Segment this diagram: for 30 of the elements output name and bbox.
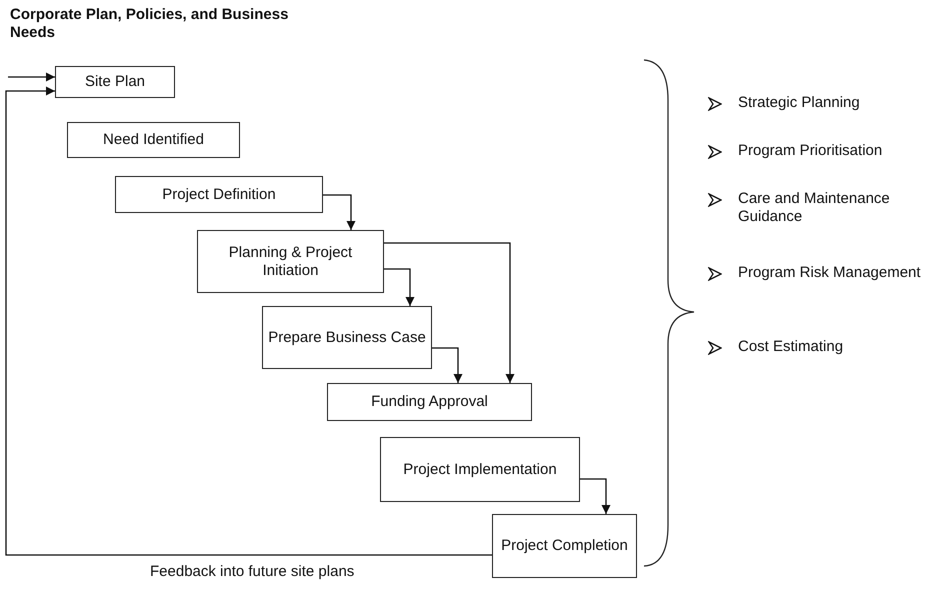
- list-item: Cost Estimating: [738, 338, 844, 356]
- box-label: Project Completion: [501, 537, 628, 555]
- process-box: [262, 306, 432, 369]
- box-label: Funding Approval: [371, 393, 488, 411]
- arrow: [384, 242, 514, 383]
- list-item: Program Risk Management: [738, 264, 922, 282]
- arrow: [580, 478, 610, 514]
- process-box: [492, 514, 637, 578]
- box-label: Prepare Business Case: [268, 328, 426, 346]
- list-item: Strategic Planning: [738, 94, 861, 112]
- arrow: [432, 347, 462, 383]
- list-item: Care and Maintenance Guidance: [738, 190, 891, 226]
- process-box: [55, 66, 175, 98]
- process-box: [115, 176, 323, 213]
- arrow: [323, 194, 356, 230]
- process-box: [197, 230, 384, 293]
- arrow: [384, 268, 414, 306]
- box-label: Need Identified: [103, 131, 204, 149]
- box-label: Planning & Project Initiation: [228, 244, 354, 280]
- process-box: [380, 437, 580, 502]
- box-label: Site Plan: [84, 73, 146, 91]
- box-label: Project Definition: [162, 186, 276, 204]
- arrow: [5, 86, 492, 556]
- box-label: Project Implementation: [403, 460, 557, 478]
- process-box: [67, 122, 240, 158]
- arrow: [8, 72, 55, 82]
- edge-label: Feedback into future site plans: [150, 563, 354, 580]
- list-item: Program Prioritisation: [738, 142, 884, 160]
- process-box: [327, 383, 532, 421]
- title: Corporate Plan, Policies, and Business Needs: [10, 6, 290, 42]
